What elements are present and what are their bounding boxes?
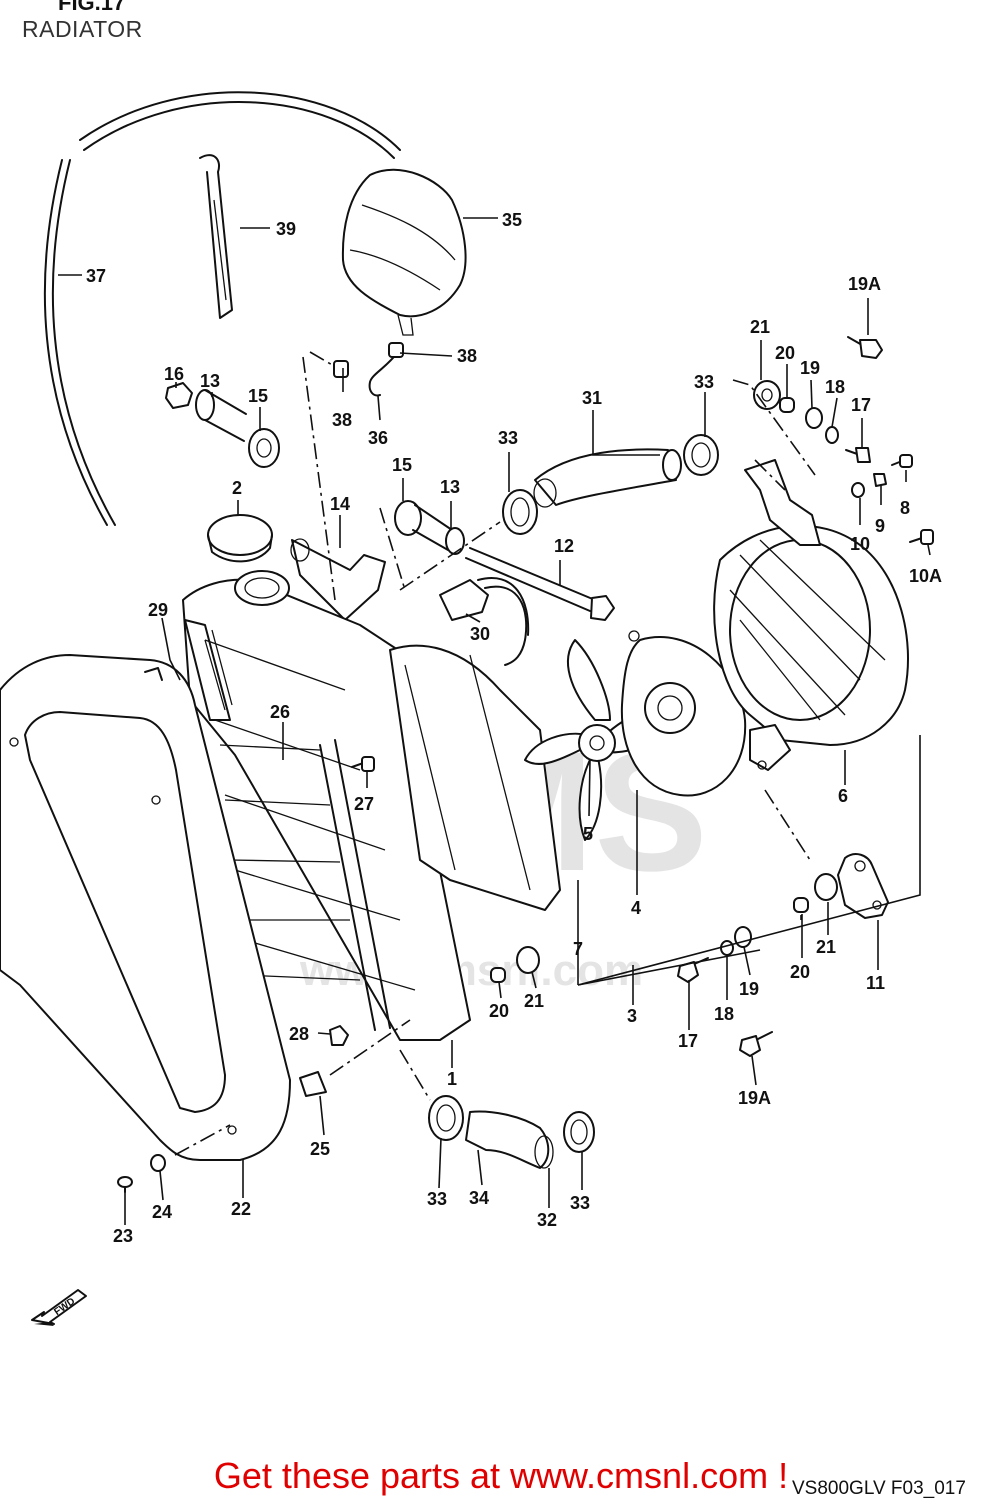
- part-label-23: 23: [113, 1226, 133, 1246]
- lower-fasteners: [299, 1025, 349, 1097]
- reservoir-tank-drawing: [341, 168, 467, 336]
- part-label-21-lower-right: 21: [816, 937, 836, 957]
- part-label-33-lower-right: 33: [570, 1193, 590, 1213]
- part-label-17-upper: 17: [851, 395, 871, 415]
- part-label-15-left: 15: [248, 386, 268, 406]
- part-label-10: 10: [850, 534, 870, 554]
- part-label-2: 2: [232, 478, 242, 498]
- part-label-9: 9: [875, 516, 885, 536]
- radiator-grille-drawing: [184, 619, 361, 981]
- bolt-19a-top-drawing: [847, 336, 883, 359]
- part-label-19-lower: 19: [739, 979, 759, 999]
- part-label-13-left: 13: [200, 371, 220, 391]
- part-label-27: 27: [354, 794, 374, 814]
- bracket-11-drawing: [837, 853, 889, 919]
- part-label-20-lower-right: 20: [790, 962, 810, 982]
- part-label-35: 35: [502, 210, 522, 230]
- part-label-12: 12: [554, 536, 574, 556]
- tank-hose-drawing: [333, 342, 404, 397]
- bracket-drawing: [290, 538, 386, 621]
- part-label-20-upper: 20: [775, 343, 795, 363]
- part-label-16: 16: [164, 364, 184, 384]
- part-label-21-lower-middle: 21: [524, 991, 544, 1011]
- overflow-hose-drawing: [43, 91, 401, 526]
- part-label-19a-bottom: 19A: [738, 1088, 771, 1108]
- lower-hose-assembly: [428, 1095, 595, 1169]
- fan-shroud-drawing: [713, 459, 909, 771]
- radiator-cover-drawing: [0, 654, 291, 1161]
- part-label-25: 25: [310, 1139, 330, 1159]
- part-label-11: 11: [866, 973, 885, 993]
- part-label-20-lower-middle: 20: [489, 1001, 509, 1021]
- part-label-33-upper-left: 33: [498, 428, 518, 448]
- part-label-26: 26: [270, 702, 290, 722]
- part-label-22: 22: [231, 1199, 251, 1219]
- part-label-17-lower: 17: [678, 1031, 698, 1051]
- part-label-34: 34: [469, 1188, 489, 1208]
- part-label-14: 14: [330, 494, 350, 514]
- part-label-7: 7: [573, 939, 583, 959]
- part-label-36: 36: [368, 428, 388, 448]
- grille-mount-drawing: [144, 667, 163, 681]
- part-label-33-lower-left: 33: [427, 1189, 447, 1209]
- fan-housing-drawing: [389, 644, 561, 911]
- part-label-28: 28: [289, 1024, 309, 1044]
- part-label-33-upper-right: 33: [694, 372, 714, 392]
- fwd-arrow-icon: FWD: [31, 1289, 87, 1326]
- part-labels: 39 35 37 19A 38 38 36 16 13 15 2 14 15 1…: [86, 210, 942, 1246]
- part-label-4: 4: [631, 898, 641, 918]
- part-label-6: 6: [838, 786, 848, 806]
- part-label-24: 24: [152, 1202, 172, 1222]
- figure-number: FIG.17: [58, 0, 126, 15]
- cover-fasteners: [117, 1154, 166, 1193]
- part-label-38-right: 38: [457, 346, 477, 366]
- assembly-brackets: [577, 735, 921, 986]
- part-label-18-upper: 18: [825, 377, 845, 397]
- mount-hardware-middle: [394, 500, 465, 555]
- part-label-3: 3: [627, 1006, 637, 1026]
- thermo-switch-drawing: [439, 577, 530, 666]
- mount-hardware-lower-middle: [490, 946, 540, 983]
- part-label-5: 5: [583, 824, 593, 844]
- fan-motor-drawing: [620, 630, 747, 797]
- radiator-hose-inlet-drawing: [533, 448, 682, 508]
- screw-27-drawing: [351, 756, 375, 772]
- radiator-cap-drawing: [207, 514, 273, 563]
- hose-clamp-strap-drawing: [199, 154, 233, 319]
- part-label-21-upper: 21: [750, 317, 770, 337]
- part-label-19a-top: 19A: [848, 274, 881, 294]
- part-label-39: 39: [276, 219, 296, 239]
- phantom-lines: [174, 351, 816, 1156]
- part-label-19-upper: 19: [800, 358, 820, 378]
- hose-clamps-upper: [502, 434, 719, 535]
- part-label-30: 30: [470, 624, 490, 644]
- long-bolt-drawing: [465, 547, 615, 621]
- part-label-37: 37: [86, 266, 106, 286]
- mount-hardware-upper-right: [753, 380, 871, 463]
- drawing-code: VS800GLV F03_017: [792, 1478, 966, 1499]
- promo-link[interactable]: Get these parts at www.cmsnl.com !: [213, 1455, 789, 1496]
- part-label-29: 29: [148, 600, 168, 620]
- part-label-32: 32: [537, 1210, 557, 1230]
- part-label-10a: 10A: [909, 566, 942, 586]
- mount-hardware-right: [851, 454, 934, 545]
- part-label-13-middle: 13: [440, 477, 460, 497]
- part-label-15-middle: 15: [392, 455, 412, 475]
- part-label-38-left: 38: [332, 410, 352, 430]
- leader-lines: [58, 217, 931, 1225]
- part-label-18-lower: 18: [714, 1004, 734, 1024]
- figure-title: RADIATOR: [22, 16, 143, 42]
- part-label-31: 31: [582, 388, 602, 408]
- part-label-8: 8: [900, 498, 910, 518]
- part-label-1: 1: [447, 1069, 457, 1089]
